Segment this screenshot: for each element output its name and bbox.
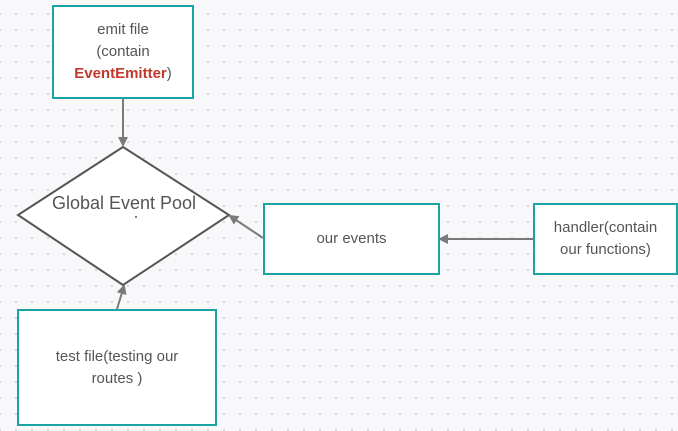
emit-file-node[interactable]: emit file (contain EventEmitter)	[52, 5, 194, 99]
handler-node[interactable]: handler(contain our functions)	[533, 203, 678, 275]
emit-file-text: emit file (contain EventEmitter)	[74, 19, 172, 85]
edge-our-events-to-pool	[228, 214, 264, 239]
edge-test-file-to-pool	[116, 284, 127, 310]
handler-line1: handler(contain	[553, 219, 658, 236]
test-file-line1: test file(testing our	[55, 347, 179, 365]
global-event-pool-label: Global Event Pool	[51, 193, 197, 213]
emit-file-line3: EventEmitter)	[74, 63, 172, 85]
emit-file-line2: (contain	[96, 43, 150, 60]
test-file-node[interactable]: test file(testing our routes )	[17, 309, 217, 426]
our-events-label: our events	[316, 230, 387, 247]
pool-dot-mark	[135, 216, 137, 218]
handler-line2: our functions)	[560, 241, 651, 258]
our-events-node[interactable]: our events	[263, 203, 440, 275]
handler-text: handler(contain our functions)	[554, 217, 657, 261]
event-emitter-highlight: EventEmitter	[74, 65, 167, 82]
emit-file-line3-suffix: )	[166, 65, 172, 82]
test-file-line2: routes )	[91, 369, 143, 387]
emit-file-line1: emit file	[97, 21, 149, 38]
global-event-pool-diamond[interactable]	[16, 145, 231, 287]
test-file-text: test file(testing our routes )	[56, 346, 179, 390]
